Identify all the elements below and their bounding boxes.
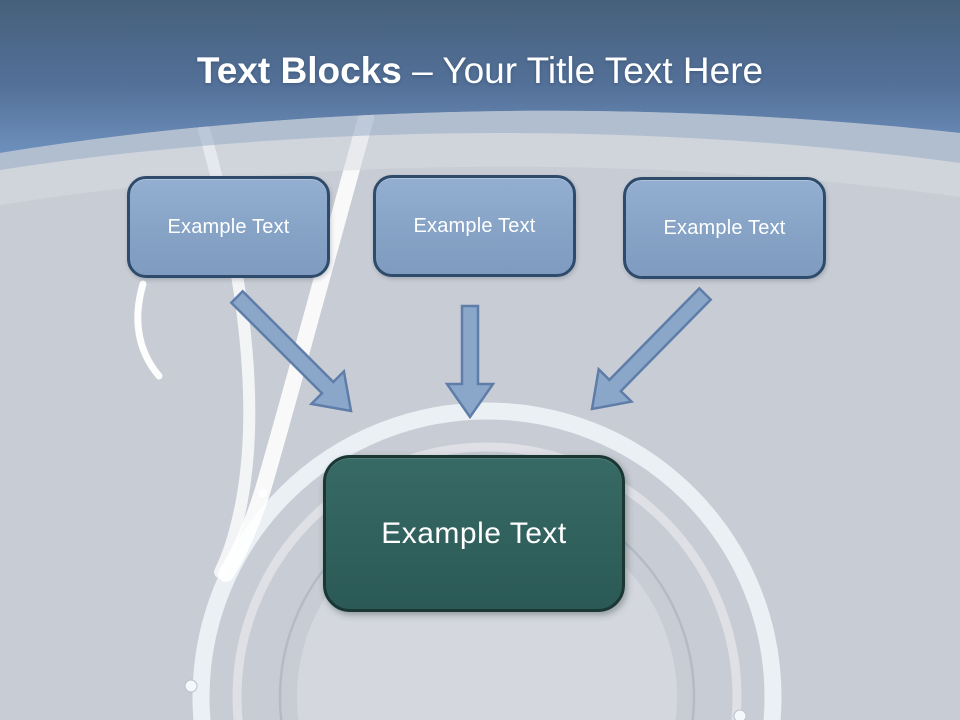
title-regular-segment: – Your Title Text Here [412,50,764,91]
crescent-stripe [134,280,163,380]
bolt-dot [184,679,198,693]
text-block-2-label: Example Text [413,214,536,237]
arrow-right [590,286,713,411]
arrow-left [229,289,353,413]
text-block-1-label: Example Text [167,215,290,238]
text-block-2: Example Text [373,175,576,277]
arrow-middle [444,304,496,420]
bolt-dot [733,709,747,720]
page-title: Text Blocks – Your Title Text Here [0,50,960,93]
text-block-3: Example Text [623,177,826,279]
text-block-3-label: Example Text [663,216,786,239]
text-block-1: Example Text [127,176,330,278]
title-bold-segment: Text Blocks [196,50,402,91]
target-text-block: Example Text [323,455,625,612]
bolt-dot [257,487,269,499]
target-text-block-label: Example Text [381,516,567,550]
